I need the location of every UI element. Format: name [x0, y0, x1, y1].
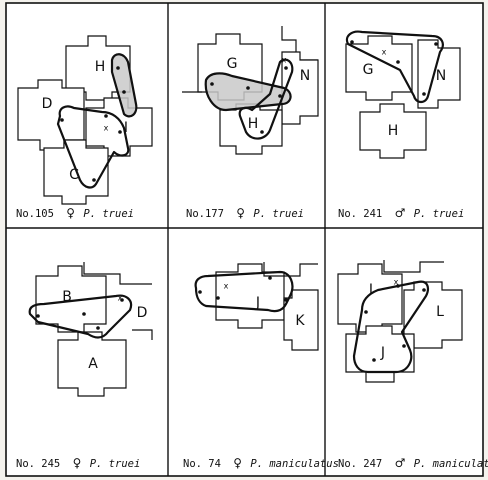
capture-point: [284, 66, 288, 70]
plot-label-N: N: [300, 68, 310, 84]
caption-no247: No. 247 ♂ P. maniculatus: [338, 456, 488, 470]
capture-point: [96, 326, 100, 330]
lane-line: [83, 262, 152, 285]
capture-point: [260, 130, 264, 134]
caption-no105: No.105 ♀ P. truei: [16, 206, 134, 220]
plot-label-J: J: [255, 295, 260, 311]
capture-marker: x: [224, 282, 229, 291]
capture-point: [402, 344, 406, 348]
home-range-outline: [345, 30, 444, 104]
capture-marker: x: [394, 278, 399, 287]
home-range-outline: [194, 270, 294, 313]
panel-no105: x H D I C No.105 ♀ P. truei: [16, 35, 153, 220]
panel-no245: x B D A No. 245 ♀ P. truei: [16, 262, 153, 470]
capture-marker: x: [282, 56, 287, 65]
home-range-outline: [56, 105, 130, 189]
panel-no247: x I L J No. 247 ♂ P. maniculatus: [337, 260, 488, 470]
plot-label-A: A: [88, 356, 98, 372]
home-range-outline: [28, 294, 133, 339]
plot-label-H: H: [95, 59, 106, 75]
lane-line: [383, 260, 444, 273]
plot-label-C: C: [69, 167, 79, 183]
home-range-outline: [238, 58, 294, 140]
plot-label-N: N: [436, 68, 446, 84]
plot-label-G: G: [227, 56, 238, 72]
capture-point: [210, 82, 214, 86]
capture-marker: x: [382, 48, 387, 57]
capture-point: [82, 312, 86, 316]
capture-point: [104, 114, 108, 118]
capture-point: [422, 288, 426, 292]
plot-label-I: I: [124, 120, 128, 136]
plot-label-H: H: [248, 116, 259, 132]
caption-no74: No. 74 ♀ P. maniculatus: [183, 456, 339, 470]
panel-no241: x G N H No. 241 ♂ P. truei: [338, 30, 464, 220]
plot-label-I: I: [369, 282, 373, 298]
capture-point: [364, 310, 368, 314]
capture-point: [92, 178, 96, 182]
panel-no74: x J K No. 74 ♀ P. maniculatus: [183, 262, 339, 470]
plot-L: [403, 281, 463, 349]
lane-line-2: [132, 329, 153, 340]
capture-point: [60, 118, 64, 122]
capture-point: [350, 40, 354, 44]
plot-J: [345, 325, 415, 383]
capture-point: [422, 92, 426, 96]
plot-I: [337, 263, 403, 333]
plot-label-D: D: [42, 96, 53, 112]
capture-point: [396, 284, 400, 288]
capture-point: [216, 296, 220, 300]
plot-label-D: D: [137, 305, 148, 321]
plot-A: [57, 331, 127, 397]
caption-no245: No. 245 ♀ P. truei: [16, 456, 140, 470]
plot-label-H: H: [388, 123, 399, 139]
plot-label-J: J: [380, 345, 385, 361]
panel-no177: x G N H No.177 ♀ P. truei: [182, 26, 319, 220]
capture-point: [284, 298, 288, 302]
plot-label-K: K: [295, 313, 305, 329]
capture-point: [396, 60, 400, 64]
plot-label-G: G: [363, 62, 374, 78]
capture-point: [278, 94, 282, 98]
capture-point: [268, 276, 272, 280]
capture-marker: x: [118, 294, 123, 303]
plot-label-L: L: [436, 304, 444, 320]
capture-point: [198, 290, 202, 294]
capture-point: [372, 358, 376, 362]
capture-point: [120, 298, 124, 302]
capture-point: [122, 90, 126, 94]
lane-line: [263, 262, 318, 277]
plot-label-B: B: [62, 289, 72, 305]
capture-point: [116, 66, 120, 70]
capture-marker: x: [104, 124, 109, 133]
plot-H: [359, 103, 427, 159]
capture-point: [246, 86, 250, 90]
plot-G: [345, 35, 413, 101]
caption-no241: No. 241 ♂ P. truei: [338, 206, 464, 220]
capture-point: [118, 130, 122, 134]
plot-N: [281, 51, 319, 125]
capture-point: [36, 314, 40, 318]
home-range-shaded: [204, 72, 292, 112]
caption-no177: No.177 ♀ P. truei: [186, 206, 304, 220]
home-range-outline: [352, 280, 429, 374]
capture-point: [434, 42, 438, 46]
